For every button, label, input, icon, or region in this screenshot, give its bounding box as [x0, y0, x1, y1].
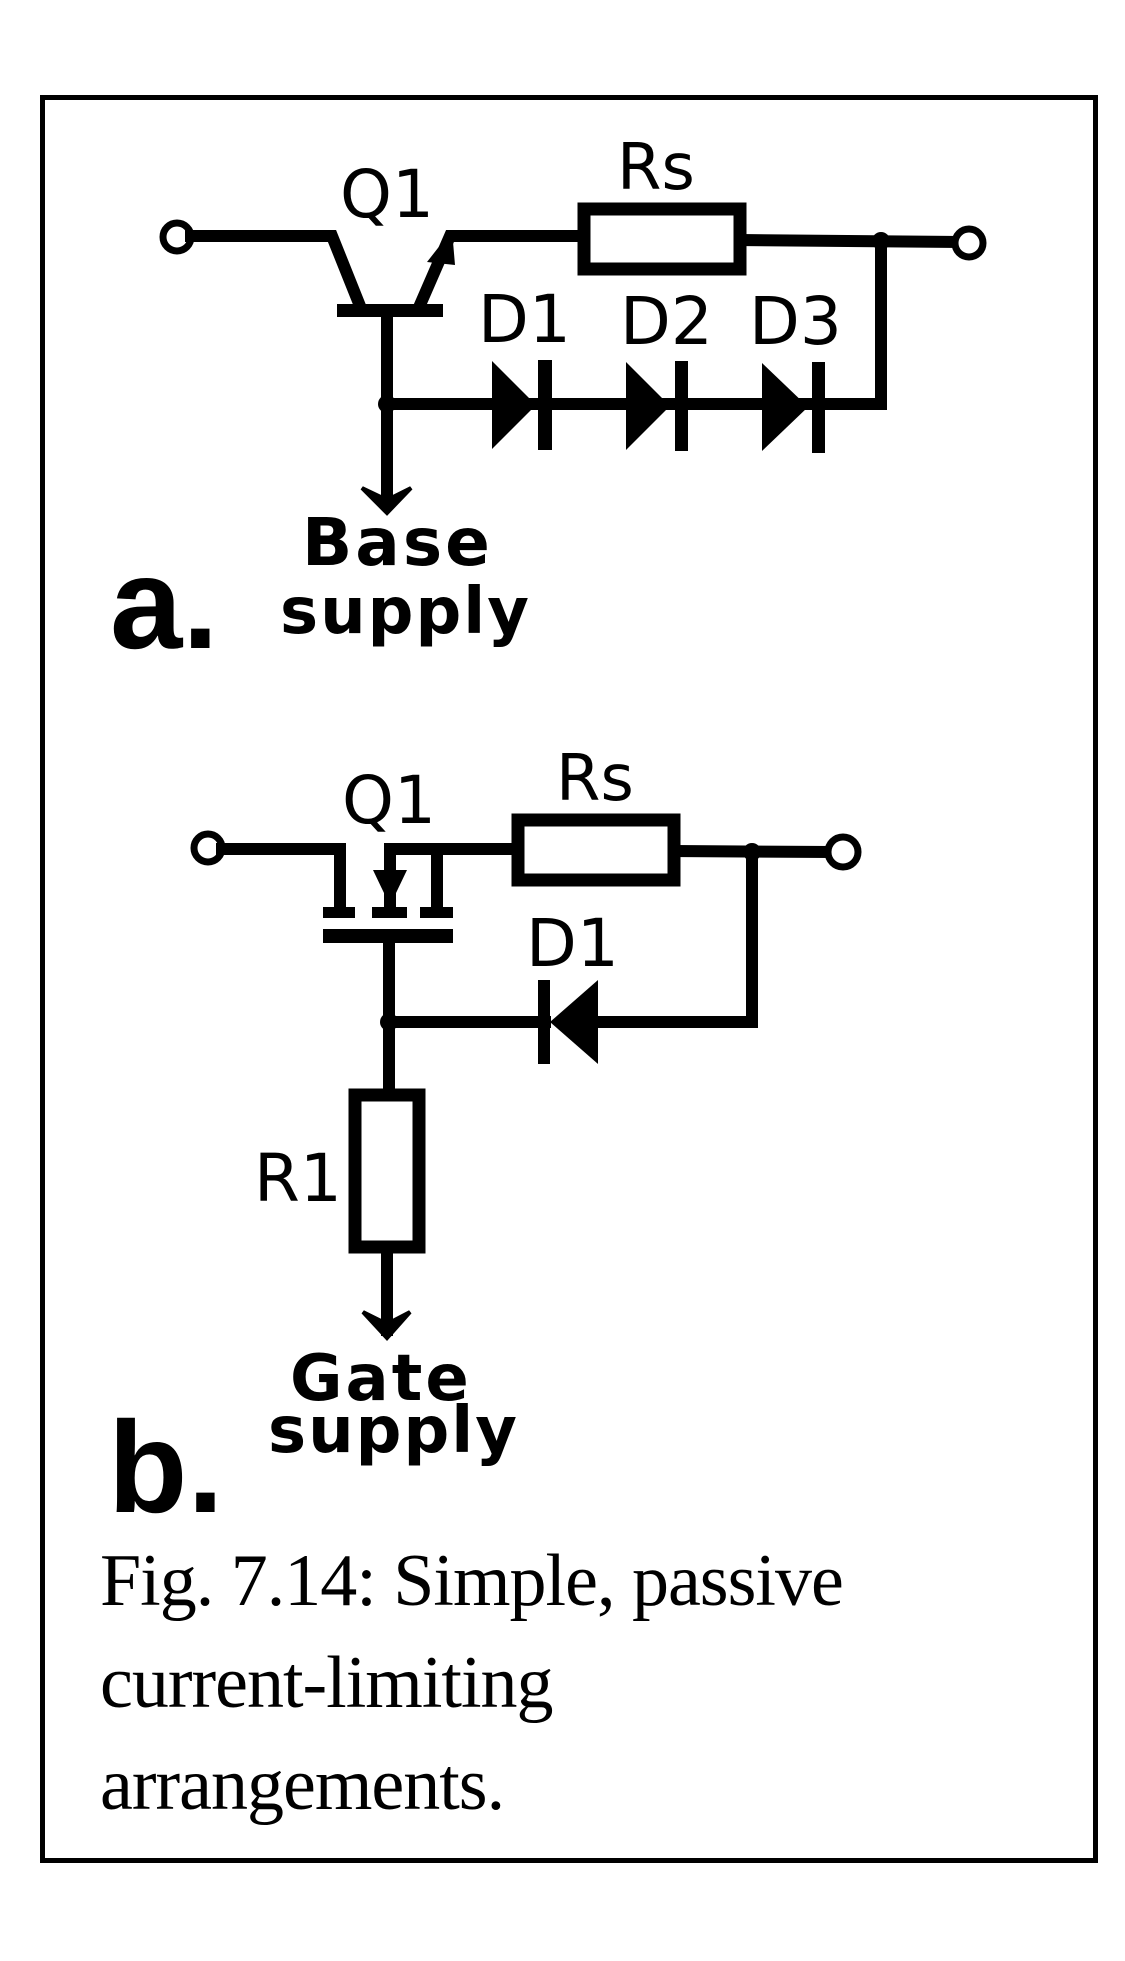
circuit-a-d1-label: D1	[478, 281, 571, 358]
caption-line-2: current-limiting	[100, 1642, 554, 1724]
circuit-b-drain-wire	[216, 843, 346, 916]
circuit-a-base-supply-arrow-icon	[360, 486, 413, 516]
figure-frame	[40, 95, 1098, 1863]
circuit-b-panel-label: b.	[108, 1394, 224, 1540]
circuit-a-output-wire	[733, 233, 962, 249]
circuit-b-supply-label-line1: Gate	[290, 1342, 472, 1416]
circuit-a-d2-label: D2	[620, 283, 713, 360]
circuit-a-rs-label: Rs	[617, 131, 695, 205]
circuit-a-q1-label: Q1	[340, 156, 434, 233]
circuit-a-panel-label: a.	[110, 530, 218, 676]
circuit-b-gate-supply-arrow-icon	[361, 1310, 412, 1341]
circuit-b-source-wire	[384, 843, 522, 916]
circuit-a-diode-d1-icon	[492, 360, 552, 450]
circuit-b-supply-label-line2: supply	[268, 1394, 519, 1468]
circuit-a-output-terminal	[951, 225, 987, 261]
circuit-a-supply-label-line2: supply	[280, 575, 531, 649]
circuit-b-r1-resistor	[348, 1088, 426, 1254]
circuit-b-rs-label: Rs	[556, 742, 634, 816]
circuit-a-d3-label: D3	[749, 283, 842, 360]
figure-caption: Fig. 7.14: Simple, passive current-limit…	[100, 1530, 1060, 1836]
circuit-b-q1-drain-stub	[323, 907, 355, 918]
caption-line-3: arrangements.	[100, 1744, 505, 1826]
circuit-a-collector-wire	[185, 230, 368, 314]
caption-line-1: Fig. 7.14: Simple, passive	[100, 1540, 844, 1622]
circuit-b-q1-label: Q1	[342, 762, 436, 839]
circuit-b-diode-d1-icon	[538, 980, 598, 1064]
circuit-b-rs-resistor	[511, 813, 681, 887]
circuit-a	[159, 202, 987, 516]
circuit-a-emitter-arrow-icon	[427, 230, 455, 265]
circuit-b	[190, 813, 862, 1341]
circuit-b-r1-label: R1	[254, 1140, 342, 1217]
circuit-a-rs-resistor	[577, 202, 747, 276]
circuit-b-feedback-wire	[592, 846, 758, 1028]
circuit-a-supply-label-line1: Base	[302, 504, 493, 581]
circuit-b-output-terminal	[824, 833, 862, 871]
circuit-a-diode-d3-icon	[762, 362, 825, 453]
circuit-a-feedback-wire	[819, 235, 887, 410]
circuit-b-q1-body-arrow-icon	[373, 870, 407, 893]
circuit-b-d1-label: D1	[526, 905, 619, 982]
circuit-b-q1-gate-bar	[323, 929, 453, 943]
circuit-a-diode-d2-icon	[626, 361, 688, 451]
